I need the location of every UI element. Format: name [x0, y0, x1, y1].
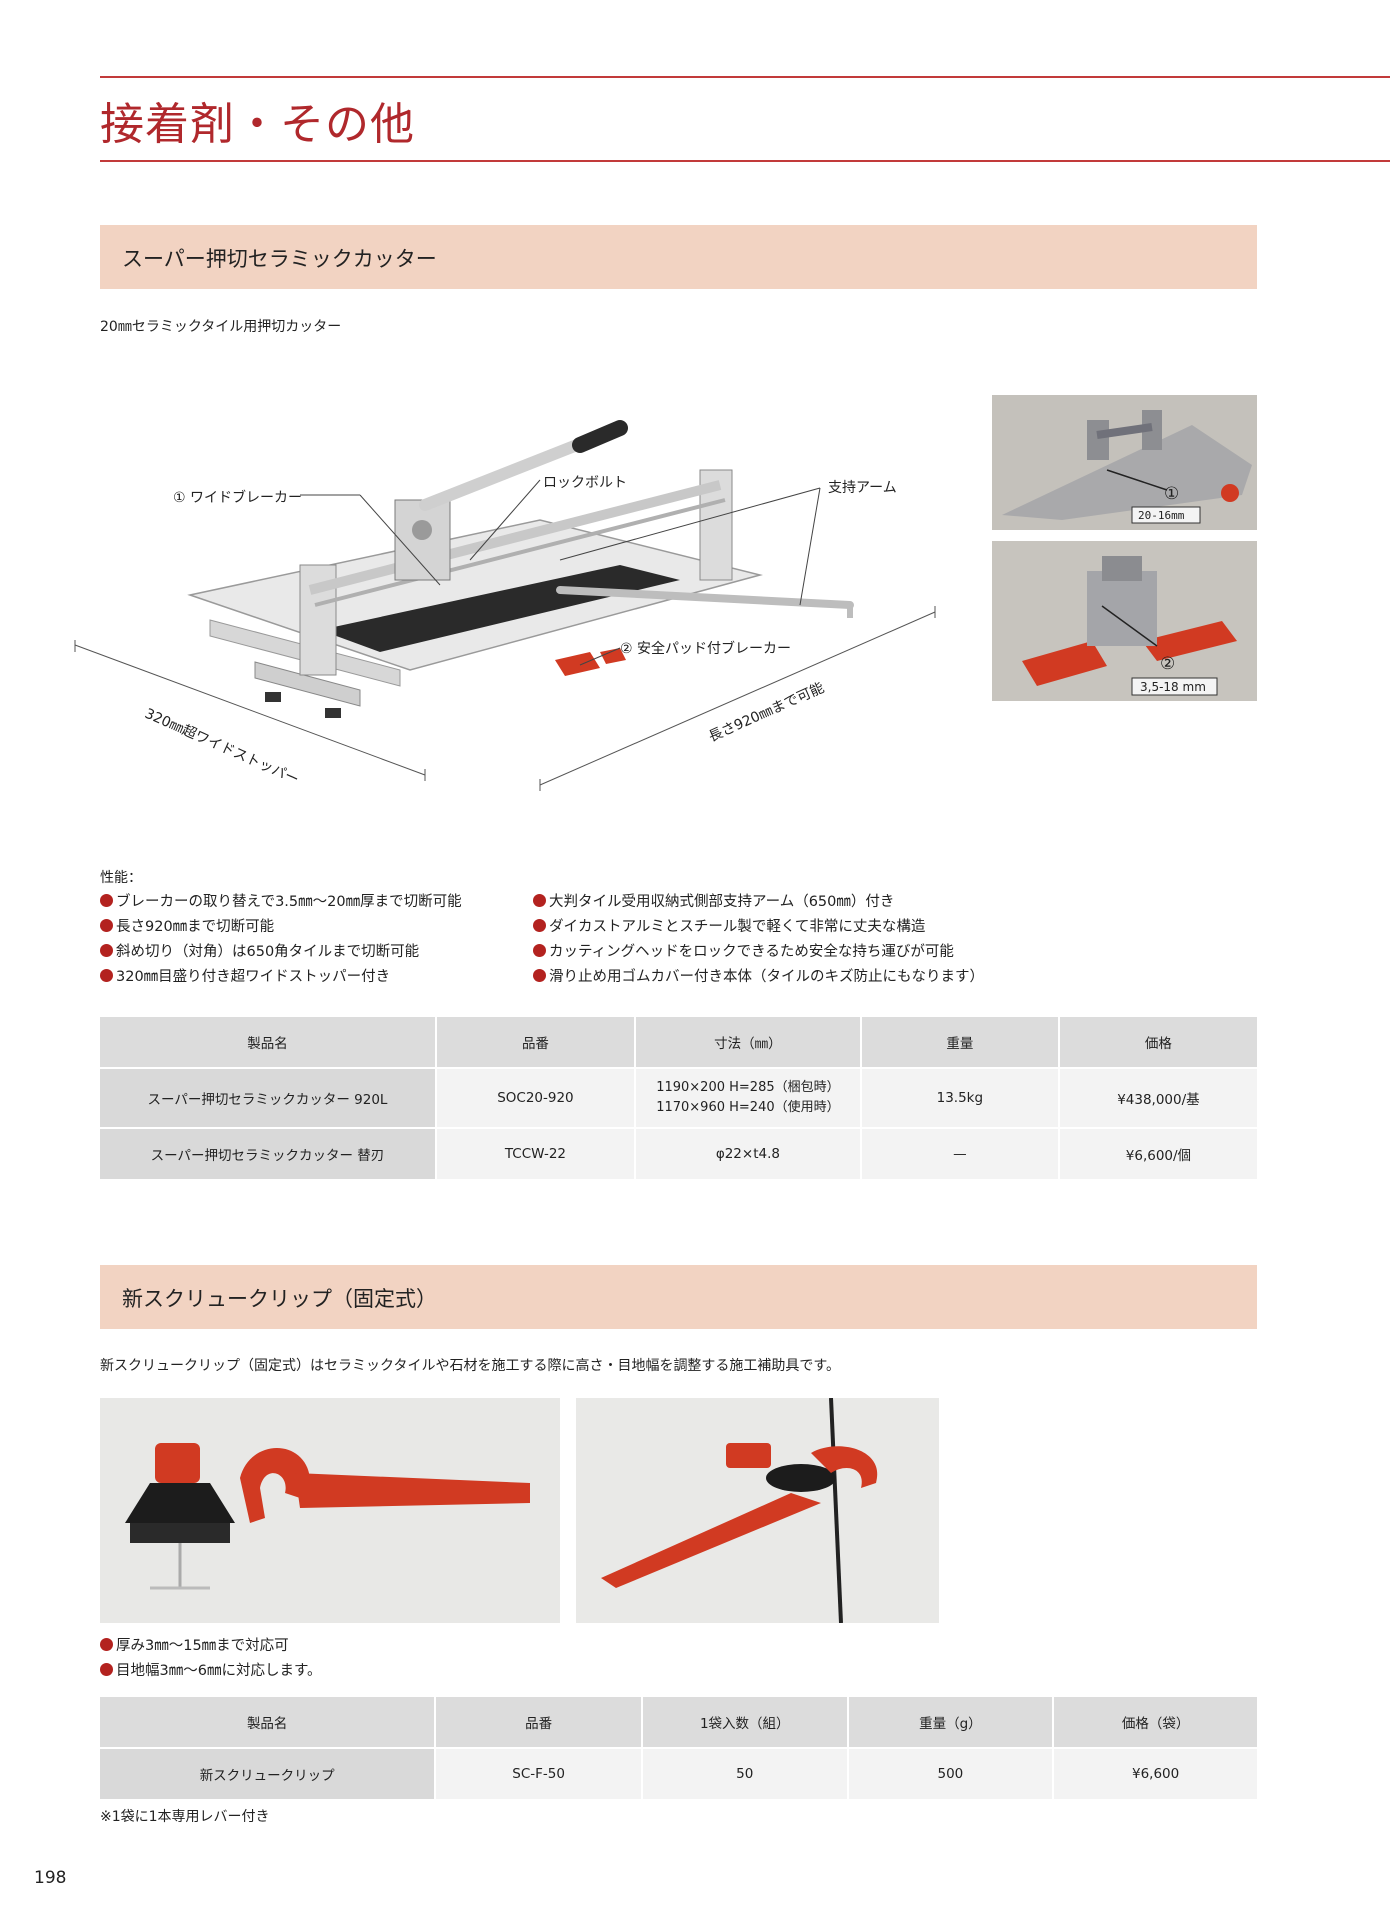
table-header-cell: 価格（袋） — [1052, 1695, 1259, 1749]
weight-cell: 500 — [846, 1747, 1055, 1801]
cutter-product-illustration — [74, 420, 936, 791]
price-cell: ¥6,600 — [1052, 1747, 1259, 1801]
table-header-cell: 重量（g） — [846, 1695, 1055, 1749]
product-code-cell: SC-F-50 — [434, 1747, 643, 1801]
clip-description: 新スクリュークリップ（固定式）はセラミックタイルや石材を施工する際に高さ・目地幅… — [100, 1358, 841, 1374]
callout-wide-breaker: ① ワイドブレーカー — [173, 490, 303, 506]
table-header-cell: 製品名 — [97, 1695, 437, 1749]
feature-item: 斜め切り（対角）は650角タイルまで切断可能 — [100, 940, 462, 965]
table-row: スーパー押切セラミックカッター 替刃 TCCW-22 φ22×t4.8 — ¥6… — [98, 1127, 1260, 1181]
clip-photo-parts — [100, 1398, 560, 1623]
section-heading-cutter: スーパー押切セラミックカッター — [100, 225, 1257, 289]
bullet-icon — [100, 1638, 113, 1651]
callout-safety-pad-breaker: ② 安全パッド付ブレーカー — [620, 641, 792, 657]
table-row: スーパー押切セラミックカッター 920L SOC20-920 1190×200 … — [98, 1067, 1260, 1129]
bullet-icon — [100, 894, 113, 907]
bullet-icon — [533, 894, 546, 907]
features-right-list: 大判タイル受用収納式側部支持アーム（650㎜）付き ダイカストアルミとスチール製… — [533, 890, 984, 990]
table-header-cell: 製品名 — [98, 1015, 437, 1069]
product-code-cell: TCCW-22 — [434, 1127, 636, 1181]
callout-support-arm: 支持アーム — [828, 480, 897, 496]
feature-item: 滑り止め用ゴムカバー付き本体（タイルのキズ防止にもなります） — [533, 965, 984, 990]
cutter-spec-table: 製品名 品番 寸法（㎜） 重量 価格 スーパー押切セラミックカッター 920L … — [98, 1015, 1260, 1181]
table-header-row: 製品名 品番 寸法（㎜） 重量 価格 — [98, 1015, 1260, 1069]
feature-item: ブレーカーの取り替えで3.5㎜〜20㎜厚まで切断可能 — [100, 890, 462, 915]
clip-spec-table: 製品名 品番 1袋入数（組） 重量（g） 価格（袋） 新スクリュークリップ SC… — [97, 1695, 1259, 1801]
product-name-cell: スーパー押切セラミックカッター 替刃 — [98, 1127, 437, 1181]
feature-item: ダイカストアルミとスチール製で軽くて非常に丈夫な構造 — [533, 915, 984, 940]
detail-label-1: 20-16mm — [1138, 509, 1185, 522]
weight-cell: 13.5kg — [859, 1067, 1060, 1129]
section-heading-text: 新スクリュークリップ（固定式） — [122, 1287, 437, 1311]
bullet-icon — [533, 919, 546, 932]
product-name-cell: スーパー押切セラミックカッター 920L — [98, 1067, 437, 1129]
clip-photo-usage — [576, 1398, 939, 1623]
weight-cell: — — [859, 1127, 1060, 1181]
section-heading-text: スーパー押切セラミックカッター — [122, 247, 437, 271]
feature-item: 大判タイル受用収納式側部支持アーム（650㎜）付き — [533, 890, 984, 915]
feature-item: カッティングヘッドをロックできるため安全な持ち運びが可能 — [533, 940, 984, 965]
feature-item: 厚み3㎜〜15㎜まで対応可 — [100, 1634, 322, 1659]
product-name-cell: 新スクリュークリップ — [97, 1747, 437, 1801]
detail-label-2: 3,5-18 mm — [1140, 680, 1206, 694]
section-heading-clip: 新スクリュークリップ（固定式） — [100, 1265, 1257, 1329]
detail-photo-wide-breaker: ① 20-16mm — [992, 395, 1257, 530]
header-bottom-rule — [100, 160, 1390, 162]
table-header-cell: 1袋入数（組） — [640, 1695, 849, 1749]
table-row: 新スクリュークリップ SC-F-50 50 500 ¥6,600 — [97, 1747, 1259, 1801]
table-header-cell: 価格 — [1057, 1015, 1260, 1069]
bullet-icon — [100, 944, 113, 957]
callout-lock-bolt: ロックボルト — [543, 475, 627, 491]
table-header-cell: 品番 — [434, 1015, 636, 1069]
clip-features-list: 厚み3㎜〜15㎜まで対応可 目地幅3㎜〜6㎜に対応します。 — [100, 1634, 322, 1684]
dimension-cell: 1190×200 H=285（梱包時） 1170×960 H=240（使用時） — [633, 1067, 862, 1129]
cutter-subtitle: 20㎜セラミックタイル用押切カッター — [100, 319, 342, 335]
table-header-cell: 重量 — [859, 1015, 1060, 1069]
bullet-icon — [100, 969, 113, 982]
feature-item: 320㎜目盛り付き超ワイドストッパー付き — [100, 965, 462, 990]
feature-item: 長さ920㎜まで切断可能 — [100, 915, 462, 940]
detail-marker-1: ① — [1164, 484, 1179, 504]
clip-note: ※1袋に1本専用レバー付き — [100, 1809, 270, 1825]
product-code-cell: SOC20-920 — [434, 1067, 636, 1129]
bullet-icon — [533, 944, 546, 957]
feature-item: 目地幅3㎜〜6㎜に対応します。 — [100, 1659, 322, 1684]
table-header-cell: 品番 — [434, 1695, 643, 1749]
features-left-list: ブレーカーの取り替えで3.5㎜〜20㎜厚まで切断可能 長さ920㎜まで切断可能 … — [100, 890, 462, 990]
table-header-cell: 寸法（㎜） — [633, 1015, 862, 1069]
table-header-row: 製品名 品番 1袋入数（組） 重量（g） 価格（袋） — [97, 1695, 1259, 1749]
price-cell: ¥438,000/基 — [1057, 1067, 1260, 1129]
bullet-icon — [533, 969, 546, 982]
performance-label: 性能： — [100, 870, 142, 886]
quantity-cell: 50 — [640, 1747, 849, 1801]
bullet-icon — [100, 1663, 113, 1676]
detail-photo-safety-breaker: ② 3,5-18 mm — [992, 541, 1257, 701]
header-top-rule — [100, 76, 1390, 78]
price-cell: ¥6,600/個 — [1057, 1127, 1260, 1181]
detail-marker-2: ② — [1160, 654, 1175, 674]
dimension-cell: φ22×t4.8 — [633, 1127, 862, 1181]
page-number: 198 — [34, 1868, 67, 1888]
bullet-icon — [100, 919, 113, 932]
page-title: 接着剤・その他 — [100, 99, 415, 150]
